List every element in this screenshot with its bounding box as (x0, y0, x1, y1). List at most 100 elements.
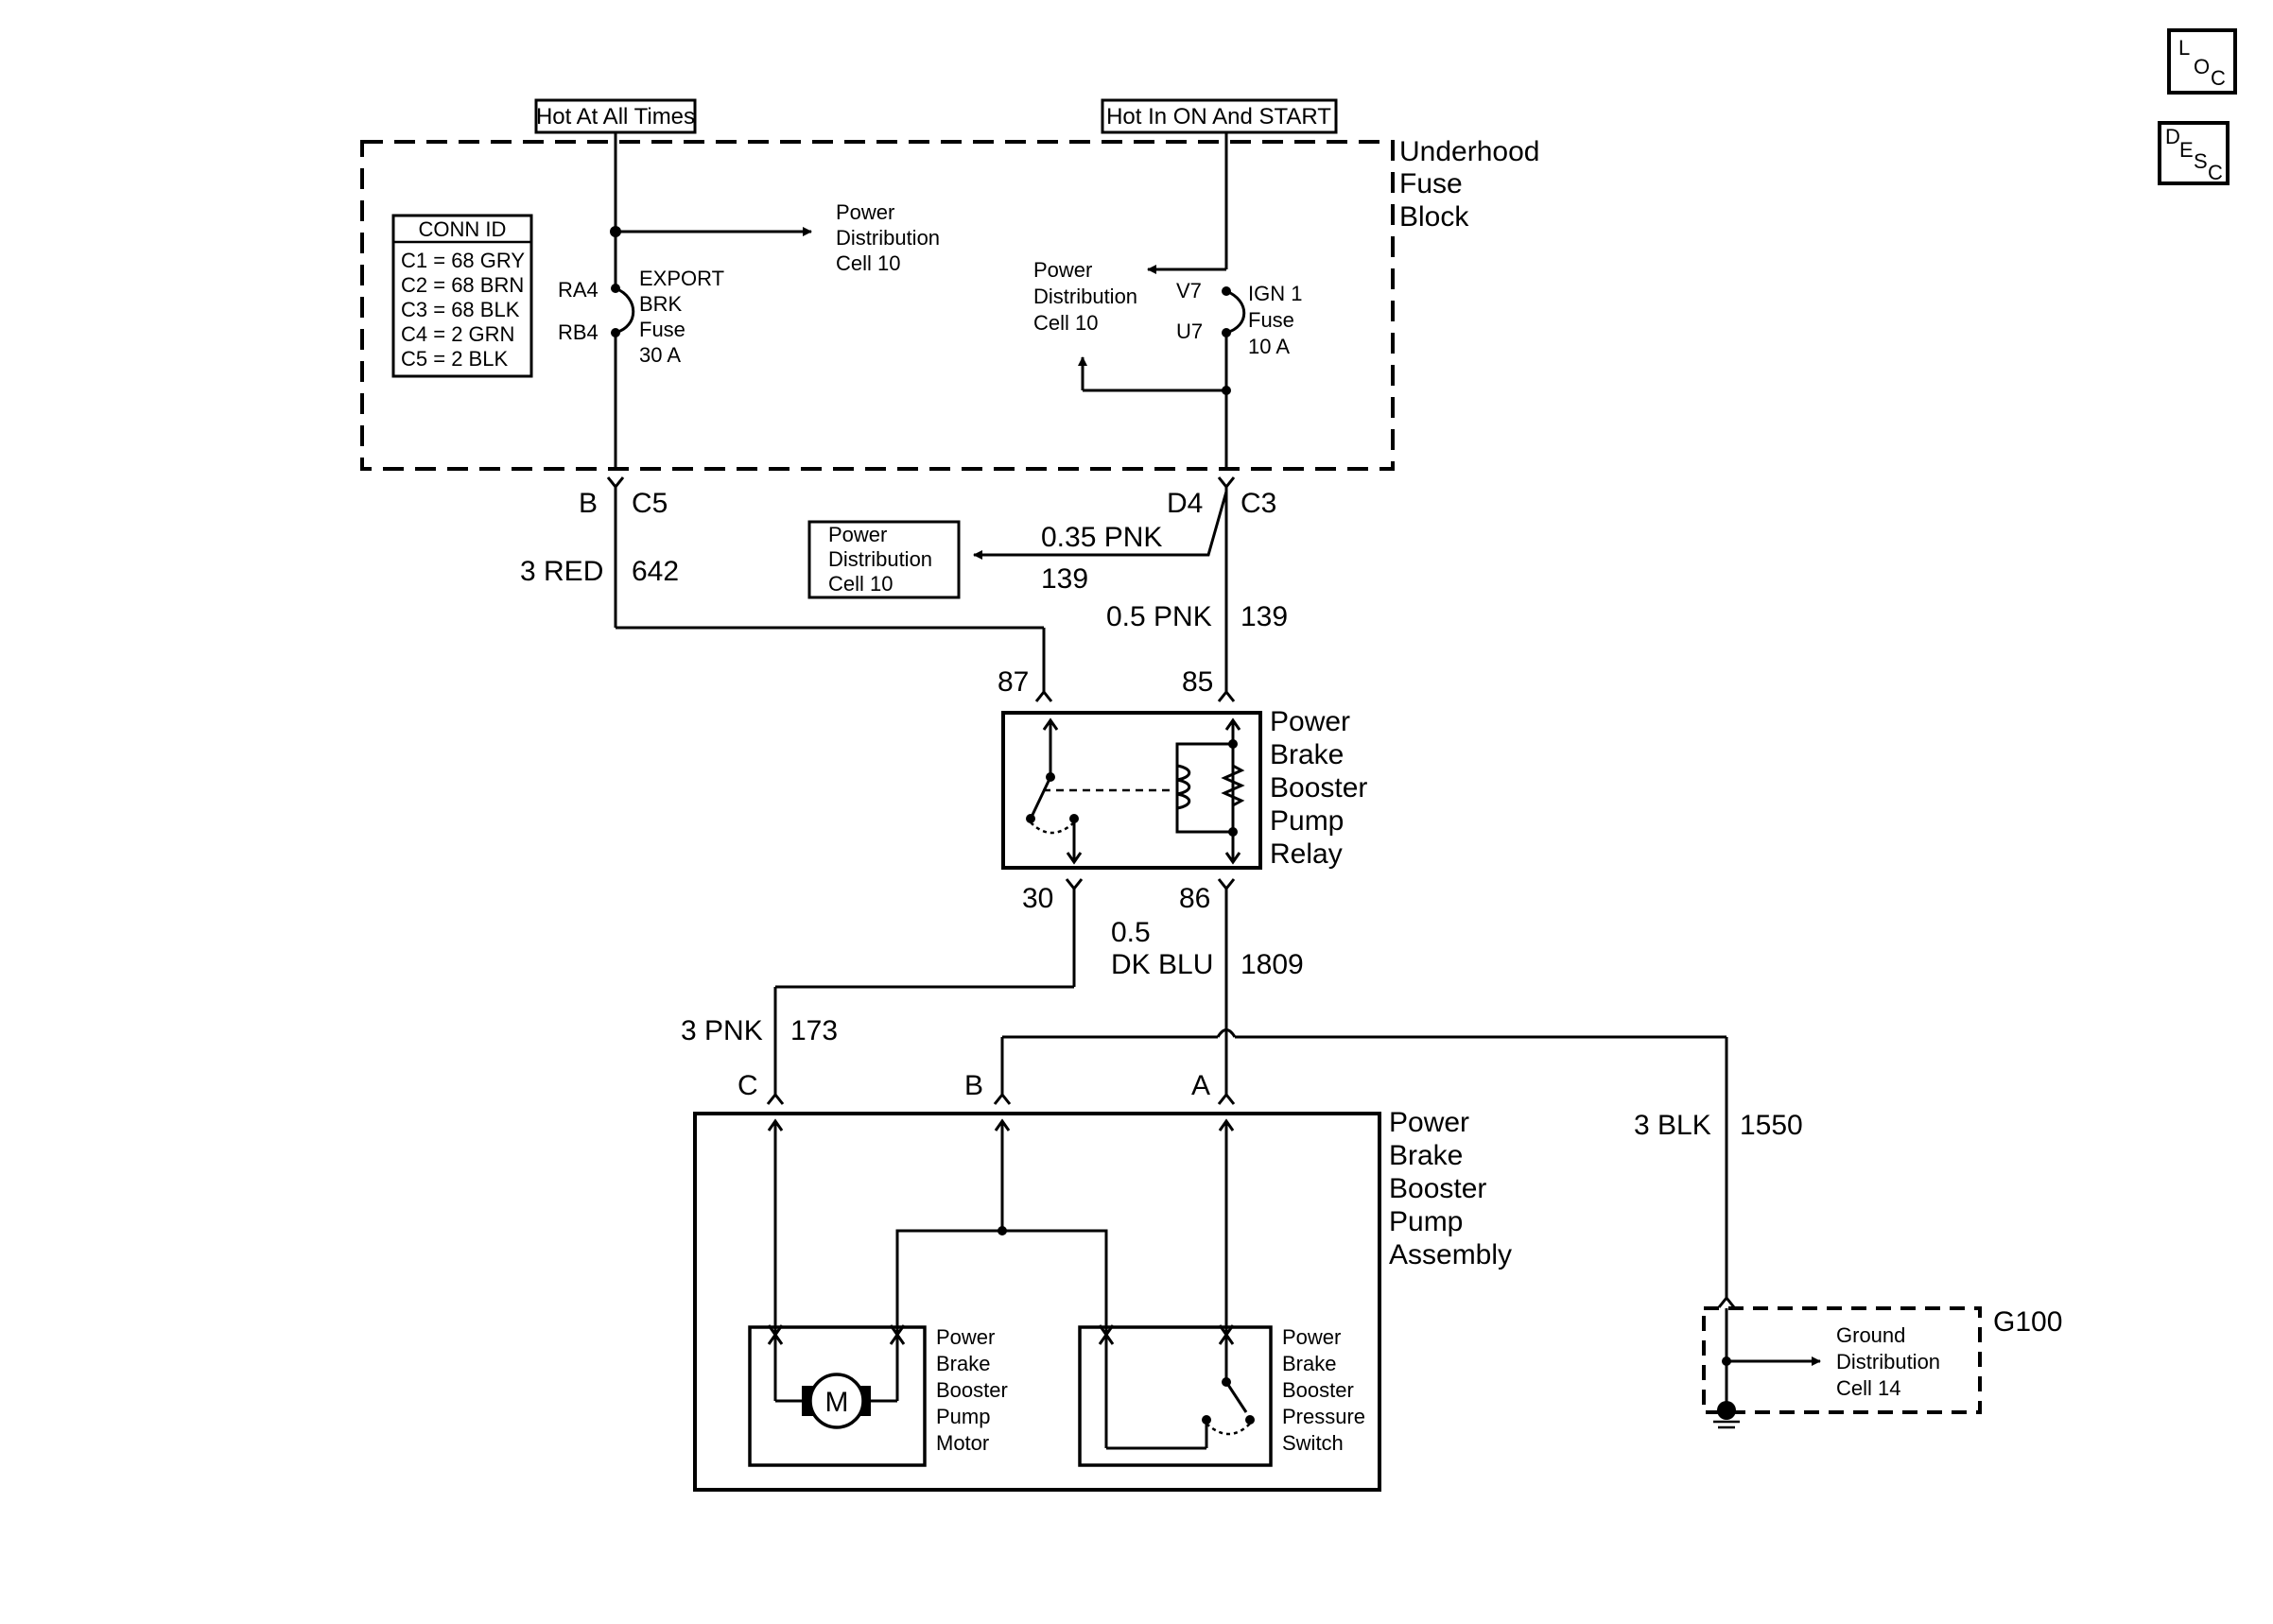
power-brake-booster-pump-assembly: C B A Power Brake Booster Pump Assembly (693, 1070, 1512, 1492)
svg-text:CONN ID: CONN ID (419, 217, 507, 241)
svg-text:3 RED: 3 RED (520, 556, 603, 587)
svg-text:Pump: Pump (1270, 805, 1344, 837)
svg-text:Cell 10: Cell 10 (836, 251, 900, 275)
svg-text:173: 173 (790, 1015, 838, 1046)
svg-text:87: 87 (998, 666, 1029, 698)
svg-text:1809: 1809 (1241, 949, 1304, 980)
svg-text:10 A: 10 A (1248, 335, 1290, 358)
svg-text:C4 = 2 GRN: C4 = 2 GRN (401, 322, 514, 346)
svg-text:Ground: Ground (1836, 1323, 1905, 1347)
svg-text:86: 86 (1179, 883, 1210, 914)
svg-text:Cell 14: Cell 14 (1836, 1376, 1900, 1400)
svg-text:S: S (2194, 149, 2208, 173)
svg-text:O: O (2194, 55, 2210, 78)
svg-text:Fuse: Fuse (1399, 168, 1463, 199)
svg-text:30 A: 30 A (639, 343, 681, 367)
svg-text:L: L (2178, 36, 2190, 60)
svg-text:C5 = 2 BLK: C5 = 2 BLK (401, 347, 508, 371)
loc-icon[interactable]: L O C (2167, 28, 2237, 95)
svg-text:EXPORT: EXPORT (639, 267, 724, 290)
svg-text:3 BLK: 3 BLK (1634, 1110, 1711, 1141)
svg-text:139: 139 (1041, 563, 1088, 595)
svg-text:Distribution: Distribution (836, 226, 940, 250)
svg-text:C: C (2211, 66, 2226, 90)
svg-text:D4: D4 (1167, 488, 1203, 519)
svg-text:C2 = 68 BRN: C2 = 68 BRN (401, 273, 524, 297)
svg-text:Motor: Motor (936, 1431, 989, 1455)
svg-text:Hot In ON And START: Hot In ON And START (1106, 104, 1331, 130)
svg-text:85: 85 (1182, 666, 1213, 698)
svg-text:BRK: BRK (639, 292, 683, 316)
wire-173-pnk: 3 PNK 173 (681, 889, 1076, 1095)
svg-text:IGN 1: IGN 1 (1248, 282, 1302, 305)
wire-1809-dkblu: 0.5 DK BLU 1809 3 BLK 1550 (1000, 889, 1803, 1298)
ground-g100: G100 Ground Distribution Cell 14 (1702, 1295, 2062, 1429)
fuse-block-title: Underhood Fuse Block (1399, 136, 1539, 233)
svg-text:V7: V7 (1176, 279, 1202, 302)
svg-text:Brake: Brake (1389, 1140, 1463, 1171)
ign1-fuse-circuit: V7 U7 IGN 1 Fuse 10 A Power Distribution… (1033, 132, 1302, 467)
pump-motor: M Power Brake Booster Pump Motor (748, 1325, 1008, 1467)
hot-at-all-times-label: Hot At All Times (534, 98, 697, 134)
svg-text:M: M (825, 1387, 849, 1418)
svg-text:Power: Power (1389, 1107, 1469, 1138)
svg-text:C3: C3 (1241, 488, 1276, 519)
svg-text:Pressure: Pressure (1282, 1405, 1365, 1428)
svg-text:C3 = 68 BLK: C3 = 68 BLK (401, 298, 520, 321)
svg-text:Fuse: Fuse (1248, 308, 1294, 332)
svg-text:G100: G100 (1993, 1306, 2062, 1338)
svg-text:Underhood: Underhood (1399, 136, 1539, 167)
svg-text:A: A (1191, 1070, 1210, 1101)
svg-text:Distribution: Distribution (828, 547, 932, 571)
svg-text:Relay: Relay (1270, 838, 1343, 870)
svg-text:Pump: Pump (936, 1405, 990, 1428)
svg-text:30: 30 (1022, 883, 1053, 914)
svg-text:Power: Power (1282, 1325, 1341, 1349)
svg-text:Cell 10: Cell 10 (828, 572, 893, 596)
svg-text:E: E (2179, 138, 2194, 162)
svg-text:DK BLU: DK BLU (1111, 949, 1213, 980)
power-distribution-cell-10-box[interactable]: Power Distribution Cell 10 (807, 520, 961, 599)
svg-text:0.5 PNK: 0.5 PNK (1106, 601, 1212, 632)
pressure-switch: Power Brake Booster Pressure Switch (1078, 1325, 1365, 1467)
wire-642-red: 3 RED 642 (520, 487, 1046, 692)
svg-text:1550: 1550 (1740, 1110, 1803, 1141)
svg-text:Assembly: Assembly (1389, 1239, 1512, 1270)
svg-text:Power: Power (1270, 706, 1350, 737)
svg-text:Pump: Pump (1389, 1206, 1463, 1237)
svg-text:RB4: RB4 (558, 320, 599, 344)
svg-text:Power: Power (836, 200, 894, 224)
desc-icon[interactable]: D E S C (2158, 121, 2230, 185)
svg-text:D: D (2165, 125, 2180, 148)
svg-text:B: B (964, 1070, 983, 1101)
svg-text:0.35 PNK: 0.35 PNK (1041, 522, 1162, 553)
svg-text:Booster: Booster (936, 1378, 1008, 1402)
motor-icon (808, 1373, 865, 1429)
svg-text:Booster: Booster (1282, 1378, 1354, 1402)
svg-text:Distribution: Distribution (1033, 285, 1137, 308)
svg-text:Power: Power (828, 523, 887, 546)
svg-text:Brake: Brake (1282, 1352, 1336, 1375)
svg-text:139: 139 (1241, 601, 1288, 632)
svg-text:Distribution: Distribution (1836, 1350, 1940, 1373)
svg-text:C1 = 68 GRY: C1 = 68 GRY (401, 249, 525, 272)
svg-text:Cell 10: Cell 10 (1033, 311, 1098, 335)
svg-text:Power: Power (936, 1325, 995, 1349)
svg-text:Booster: Booster (1389, 1173, 1486, 1204)
svg-text:Hot At All Times: Hot At All Times (536, 104, 695, 130)
svg-text:Power: Power (1033, 258, 1092, 282)
underhood-fuse-block (360, 140, 1395, 471)
conn-id-table: CONN ID C1 = 68 GRY C2 = 68 BRN C3 = 68 … (391, 214, 533, 378)
export-brk-fuse-circuit: RA4 RB4 EXPORT BRK Fuse 30 A Power Distr… (558, 132, 940, 467)
hot-on-start-label: Hot In ON And START (1101, 98, 1338, 134)
wire-139-pnk: 0.35 PNK 139 0.5 PNK 139 (973, 487, 1288, 692)
svg-text:Switch: Switch (1282, 1431, 1344, 1455)
svg-text:Booster: Booster (1270, 772, 1367, 803)
svg-text:Brake: Brake (1270, 739, 1344, 770)
fuse-block-connectors: B C5 D4 C3 (579, 476, 1276, 519)
power-brake-booster-pump-relay: 87 85 Power Brake Booster Pump Relay 30 … (998, 666, 1367, 914)
svg-text:0.5: 0.5 (1111, 917, 1151, 948)
svg-text:642: 642 (632, 556, 679, 587)
svg-text:C: C (2208, 161, 2223, 184)
